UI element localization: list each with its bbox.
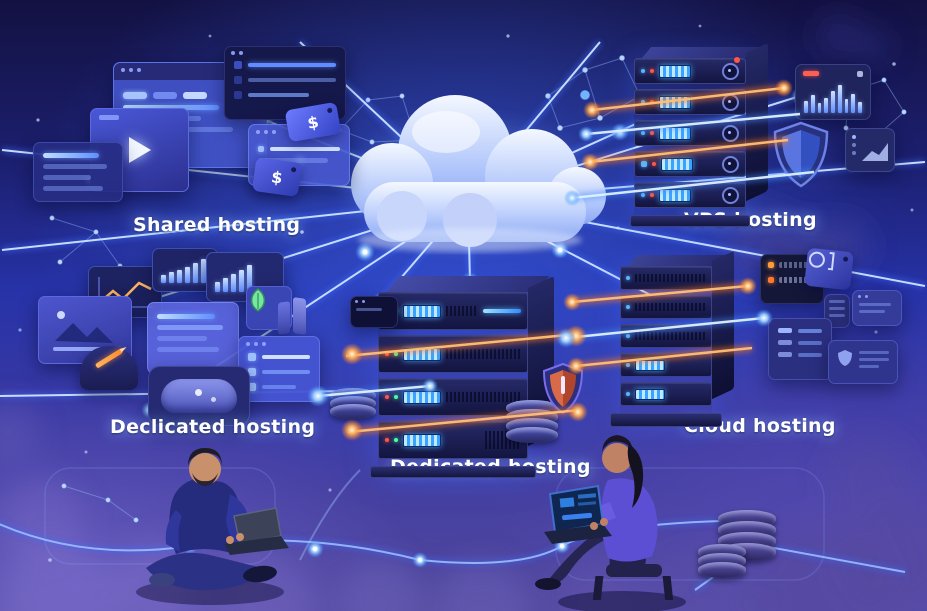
database-icon bbox=[718, 510, 776, 561]
rack-base bbox=[610, 413, 722, 427]
man-with-laptop bbox=[136, 448, 289, 605]
box-3d-icon bbox=[276, 297, 310, 338]
list-card-right bbox=[768, 318, 832, 380]
lines-card-right bbox=[852, 290, 902, 326]
video-titlebar bbox=[99, 115, 119, 120]
database-icon bbox=[506, 400, 558, 443]
leaf-icon bbox=[250, 288, 266, 312]
gauge-card bbox=[148, 366, 250, 426]
rack-base bbox=[370, 466, 536, 478]
dollar-glyph: $ bbox=[270, 166, 284, 188]
vps-server-rack bbox=[630, 42, 768, 227]
database-icon bbox=[698, 544, 746, 578]
text-lines-card bbox=[33, 142, 123, 202]
bar-chart-card-right bbox=[795, 64, 871, 120]
cloud-icon bbox=[335, 95, 606, 257]
shield-small-icon bbox=[838, 350, 852, 366]
label-shared-hosting: Shared hosting bbox=[133, 214, 301, 236]
play-icon bbox=[128, 137, 151, 163]
cloud-server-rack bbox=[610, 250, 734, 427]
notes-window bbox=[147, 302, 239, 374]
voucher-icon bbox=[804, 247, 854, 291]
pencil-card bbox=[80, 346, 138, 390]
shield-list-card bbox=[828, 340, 898, 384]
rack-base bbox=[630, 215, 750, 227]
area-chart-card bbox=[845, 128, 895, 172]
dedicated-server-rack bbox=[370, 275, 554, 478]
dollar-tag-icon-2: $ bbox=[251, 156, 303, 198]
database-icon bbox=[330, 388, 376, 419]
dollar-glyph: $ bbox=[305, 111, 321, 133]
gauge-icon bbox=[161, 379, 237, 413]
label-declicated-hosting: Declicated hosting bbox=[110, 416, 316, 438]
mini-console-window bbox=[350, 296, 398, 328]
pencil-icon bbox=[94, 348, 124, 369]
woman-with-laptop bbox=[535, 435, 686, 611]
checklist-card bbox=[238, 336, 320, 402]
alert-badge bbox=[803, 71, 819, 76]
